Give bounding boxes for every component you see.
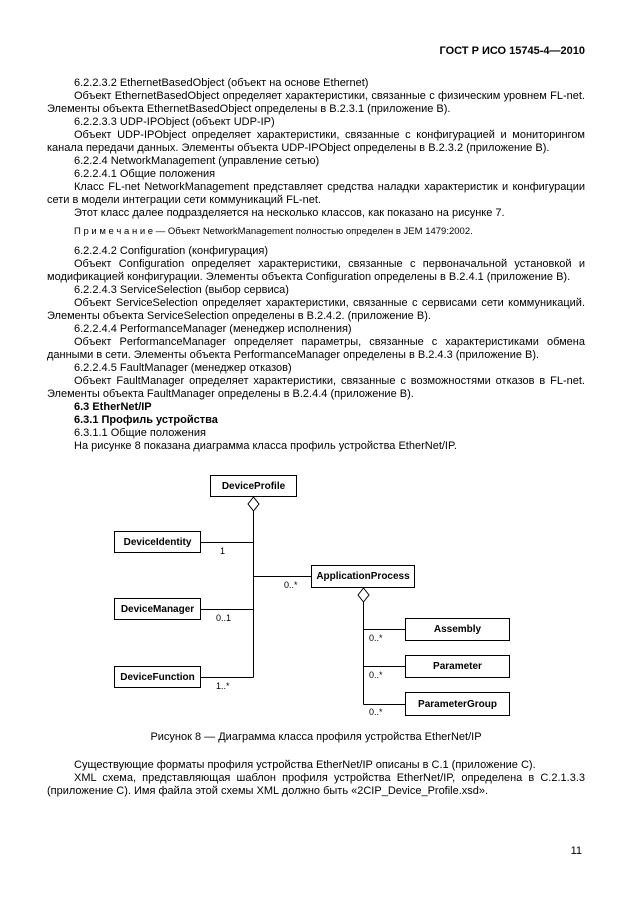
page-header-standard-number: ГОСТ Р ИСО 15745-4—2010 <box>439 45 585 57</box>
body-paragraph: Объект FaultManager определяет характери… <box>47 375 585 400</box>
section-heading: 6.2.2.4.2 Configuration (конфигурация) <box>74 245 269 257</box>
multiplicity-parameter-group: 0..* <box>369 707 383 717</box>
uml-class-application-process: ApplicationProcess <box>311 565 415 588</box>
section-heading: 6.2.2.3.2 EthernetBasedObject (объект на… <box>74 77 369 89</box>
section-heading: 6.3.1.1 Общие положения <box>74 427 206 439</box>
page-number: 11 <box>570 845 582 857</box>
body-paragraph: Объект ServiceSelection определяет харак… <box>47 297 585 322</box>
body-paragraph: На рисунке 8 показана диаграмма класса п… <box>74 440 457 452</box>
uml-class-device-profile: DeviceProfile <box>210 475 297 497</box>
uml-class-assembly: Assembly <box>405 618 510 641</box>
section-heading-bold: 6.3.1 Профиль устройства <box>74 414 218 426</box>
diagram-connectors <box>201 496 405 705</box>
section-heading: 6.2.2.3.3 UDP-IPObject (объект UDP-IP) <box>74 116 275 128</box>
section-heading-bold: 6.3 EtherNet/IP <box>74 401 152 413</box>
aggregation-diamond-applicationprocess <box>357 587 370 603</box>
multiplicity-device-manager: 0..1 <box>216 613 232 623</box>
uml-class-device-function: DeviceFunction <box>114 666 201 688</box>
multiplicity-parameter: 0..* <box>369 670 383 680</box>
uml-class-device-identity: DeviceIdentity <box>114 531 201 553</box>
body-paragraph: Этот класс далее подразделяется на неско… <box>74 207 505 219</box>
figure-caption: Рисунок 8 — Диаграмма класса профиля уст… <box>150 731 482 743</box>
multiplicity-application-process: 0..* <box>284 580 298 590</box>
uml-class-diagram: DeviceProfile DeviceIdentity Application… <box>47 469 585 721</box>
multiplicity-assembly: 0..* <box>369 633 383 643</box>
note-paragraph: П р и м е ч а н и е — Объект NetworkMana… <box>74 226 473 237</box>
body-paragraph: Объект UDP-IPObject определяет характери… <box>47 129 585 154</box>
body-paragraph: Класс FL-net NetworkManagement представл… <box>47 181 585 206</box>
multiplicity-device-identity: 1 <box>220 546 226 556</box>
section-heading: 6.2.2.4 NetworkManagement (управление се… <box>74 155 320 167</box>
uml-class-parameter: Parameter <box>405 655 510 678</box>
body-paragraph: Существующие форматы профиля устройства … <box>74 759 536 771</box>
section-heading: 6.2.2.4.4 PerformanceManager (менеджер и… <box>74 323 352 335</box>
body-paragraph: Объект Configuration определяет характер… <box>47 258 585 283</box>
section-heading: 6.2.2.4.5 FaultManager (менеджер отказов… <box>74 362 292 374</box>
body-paragraph: Объект EthernetBasedObject определяет ха… <box>47 90 585 115</box>
aggregation-diamond-deviceprofile <box>247 496 260 512</box>
multiplicity-device-function: 1..* <box>216 681 230 691</box>
uml-class-device-manager: DeviceManager <box>114 598 201 620</box>
section-heading: 6.2.2.4.1 Общие положения <box>74 168 216 180</box>
uml-class-parameter-group: ParameterGroup <box>405 692 510 716</box>
body-paragraph: XML схема, представляющая шаблон профиля… <box>47 772 585 797</box>
document-content: 6.2.2.3.2 EthernetBasedObject (объект на… <box>47 77 585 798</box>
section-heading: 6.2.2.4.3 ServiceSelection (выбор сервис… <box>74 284 289 296</box>
body-paragraph: Объект PerformanceManager определяет пар… <box>47 336 585 361</box>
